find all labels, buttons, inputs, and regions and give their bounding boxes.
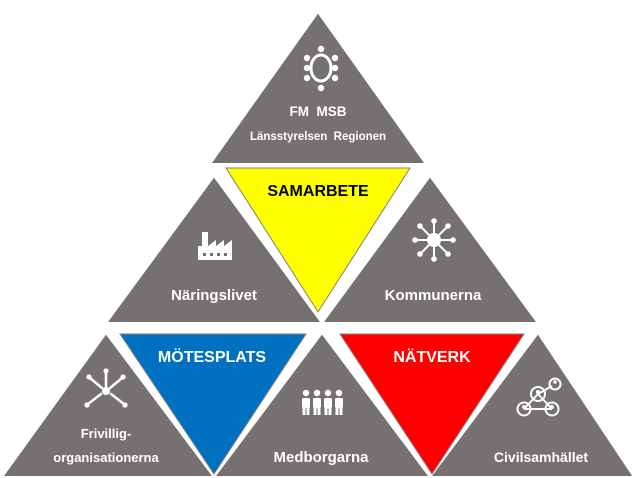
samarbete-label: SAMARBETE — [267, 183, 369, 200]
conference-table-icon — [303, 45, 339, 92]
left-label: Näringslivet — [171, 287, 257, 304]
top-label-line1: FM MSB — [290, 104, 347, 119]
motesplats-label: MÖTESPLATS — [158, 347, 266, 366]
bottom-left-label-line2: organisationerna — [53, 450, 159, 465]
natverk-triangle — [339, 333, 525, 475]
connected-people-icon — [516, 377, 562, 417]
natverk-label: NÄTVERK — [393, 348, 471, 366]
bottom-center-triangle — [212, 331, 432, 478]
network-hub-icon — [412, 218, 456, 262]
bottom-left-label-line1: Frivillig- — [81, 426, 132, 441]
bottom-center-label: Medborgarna — [273, 449, 369, 466]
right-label: Kommunerna — [385, 287, 482, 304]
top-label-line2: Länsstyrelsen Regionen — [250, 131, 386, 143]
helping-hands-icon — [84, 368, 128, 408]
bottom-left-triangle — [0, 331, 216, 478]
motesplats-triangle — [119, 333, 307, 475]
people-group-icon — [302, 389, 343, 415]
right-triangle — [320, 174, 540, 324]
samarbete-triangle — [225, 167, 411, 313]
factory-icon — [198, 232, 232, 260]
bottom-right-label: Civilsamhället — [494, 449, 588, 465]
bottom-right-triangle — [428, 331, 636, 478]
